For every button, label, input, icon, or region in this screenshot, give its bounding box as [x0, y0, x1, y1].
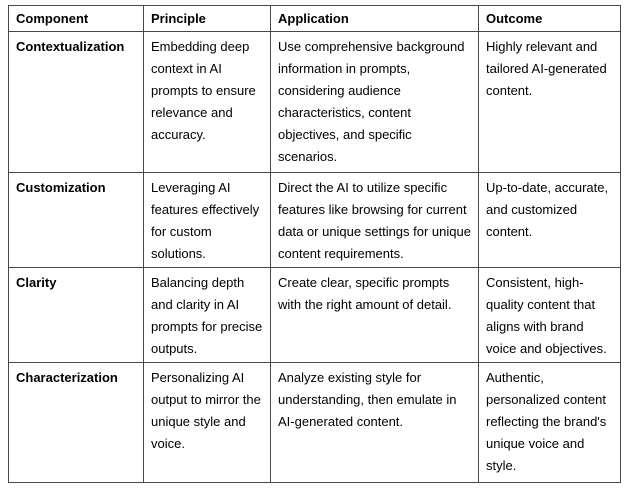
table-row-contextualization: Contextualization Embedding deep context…: [8, 31, 621, 173]
column-header-outcome: Outcome: [478, 5, 621, 32]
outcome-cell: Consistent, high-quality content that al…: [478, 267, 621, 363]
component-cell: Characterization: [8, 362, 144, 483]
outcome-cell: Up-to-date, accurate, and customized con…: [478, 172, 621, 268]
four-c-framework-table: Component Principle Application Outcome …: [8, 5, 621, 483]
principle-cell: Embedding deep context in AI prompts to …: [143, 31, 271, 173]
table-row-characterization: Characterization Personalizing AI output…: [8, 362, 621, 483]
principle-cell: Leveraging AI features effectively for c…: [143, 172, 271, 268]
outcome-cell: Highly relevant and tailored AI-generate…: [478, 31, 621, 173]
principle-cell: Personalizing AI output to mirror the un…: [143, 362, 271, 483]
column-header-component: Component: [8, 5, 144, 32]
component-cell: Customization: [8, 172, 144, 268]
principle-cell: Balancing depth and clarity in AI prompt…: [143, 267, 271, 363]
table-header-row: Component Principle Application Outcome: [8, 5, 621, 32]
application-cell: Create clear, specific prompts with the …: [270, 267, 479, 363]
component-cell: Contextualization: [8, 31, 144, 173]
component-cell: Clarity: [8, 267, 144, 363]
column-header-principle: Principle: [143, 5, 271, 32]
table-row-clarity: Clarity Balancing depth and clarity in A…: [8, 267, 621, 363]
application-cell: Analyze existing style for understanding…: [270, 362, 479, 483]
application-cell: Direct the AI to utilize specific featur…: [270, 172, 479, 268]
column-header-application: Application: [270, 5, 479, 32]
table-row-customization: Customization Leveraging AI features eff…: [8, 172, 621, 268]
application-cell: Use comprehensive background information…: [270, 31, 479, 173]
outcome-cell: Authentic, personalized content reflecti…: [478, 362, 621, 483]
